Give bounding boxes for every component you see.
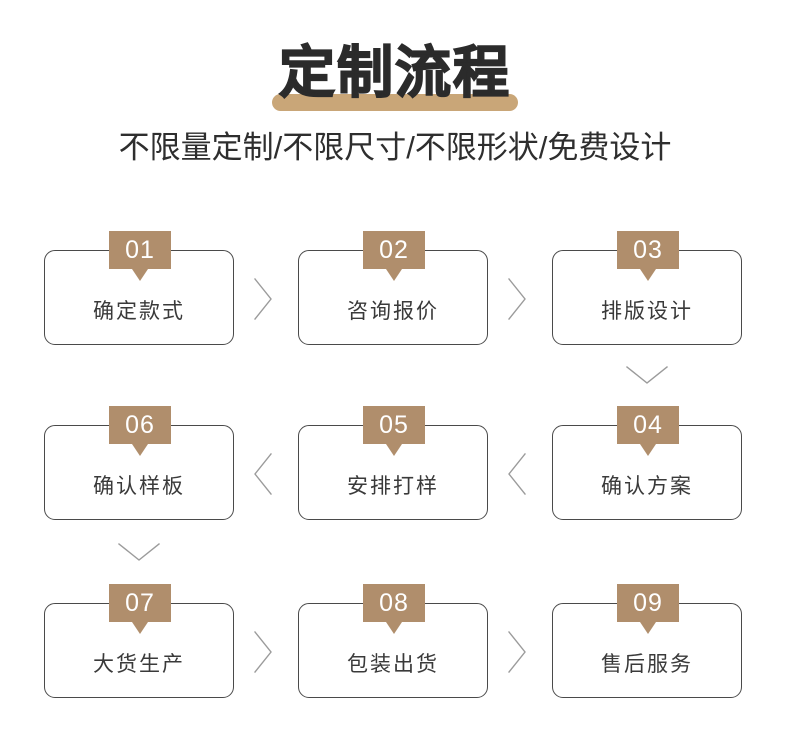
step-number-03: 03 bbox=[633, 236, 663, 264]
step-number-09: 09 bbox=[633, 589, 663, 617]
step-number-badge-03: 03 bbox=[617, 231, 679, 281]
step-label-07: 大货生产 bbox=[93, 653, 185, 676]
connector-right-icon-07-08 bbox=[251, 630, 275, 674]
step-number-06: 06 bbox=[125, 411, 155, 439]
step-number-badge-07: 07 bbox=[109, 584, 171, 634]
step-number-badge-05: 05 bbox=[363, 406, 425, 456]
connector-left-icon-05-06 bbox=[251, 452, 275, 496]
page-subtitle: 不限量定制/不限尺寸/不限形状/免费设计 bbox=[118, 130, 672, 165]
step-number-badge-06: 06 bbox=[109, 406, 171, 456]
flow-step-07[interactable]: 07 大货生产 bbox=[44, 584, 234, 698]
step-number-badge-09: 09 bbox=[617, 584, 679, 634]
flow-step-02[interactable]: 02 咨询报价 bbox=[298, 231, 488, 345]
title-underline-bar bbox=[272, 94, 518, 111]
connector-right-icon-08-09 bbox=[505, 630, 529, 674]
connector-left-icon-04-05 bbox=[505, 452, 529, 496]
step-number-07: 07 bbox=[125, 589, 155, 617]
step-number-04: 04 bbox=[633, 411, 663, 439]
step-number-badge-04: 04 bbox=[617, 406, 679, 456]
flow-step-06[interactable]: 06 确认样板 bbox=[44, 406, 234, 520]
flow-step-03[interactable]: 03 排版设计 bbox=[552, 231, 742, 345]
step-number-02: 02 bbox=[379, 236, 409, 264]
step-label-03: 排版设计 bbox=[601, 300, 693, 323]
step-number-badge-08: 08 bbox=[363, 584, 425, 634]
flow-step-05[interactable]: 05 安排打样 bbox=[298, 406, 488, 520]
page-title-wrap: 定制流程 bbox=[0, 41, 790, 112]
step-number-05: 05 bbox=[379, 411, 409, 439]
connector-right-icon-02-03 bbox=[505, 277, 529, 321]
flow-step-08[interactable]: 08 包装出货 bbox=[298, 584, 488, 698]
step-label-04: 确认方案 bbox=[601, 475, 693, 498]
step-label-08: 包装出货 bbox=[347, 653, 439, 676]
page-title: 定制流程 bbox=[278, 41, 511, 107]
step-number-08: 08 bbox=[379, 589, 409, 617]
step-number-badge-01: 01 bbox=[109, 231, 171, 281]
step-label-06: 确认样板 bbox=[93, 475, 185, 498]
flow-step-04[interactable]: 04 确认方案 bbox=[552, 406, 742, 520]
flow-step-09[interactable]: 09 售后服务 bbox=[552, 584, 742, 698]
step-label-05: 安排打样 bbox=[347, 475, 439, 498]
step-number-01: 01 bbox=[125, 236, 155, 264]
step-number-badge-02: 02 bbox=[363, 231, 425, 281]
step-label-02: 咨询报价 bbox=[347, 300, 439, 323]
connector-right-icon-01-02 bbox=[251, 277, 275, 321]
connector-down-icon-03-04 bbox=[625, 363, 669, 387]
step-label-01: 确定款式 bbox=[93, 300, 185, 323]
flow-step-01[interactable]: 01 确定款式 bbox=[44, 231, 234, 345]
page-header: 定制流程 不限量定制/不限尺寸/不限形状/免费设计 bbox=[0, 0, 790, 200]
step-label-09: 售后服务 bbox=[601, 653, 693, 676]
connector-down-icon-06-07 bbox=[117, 540, 161, 564]
